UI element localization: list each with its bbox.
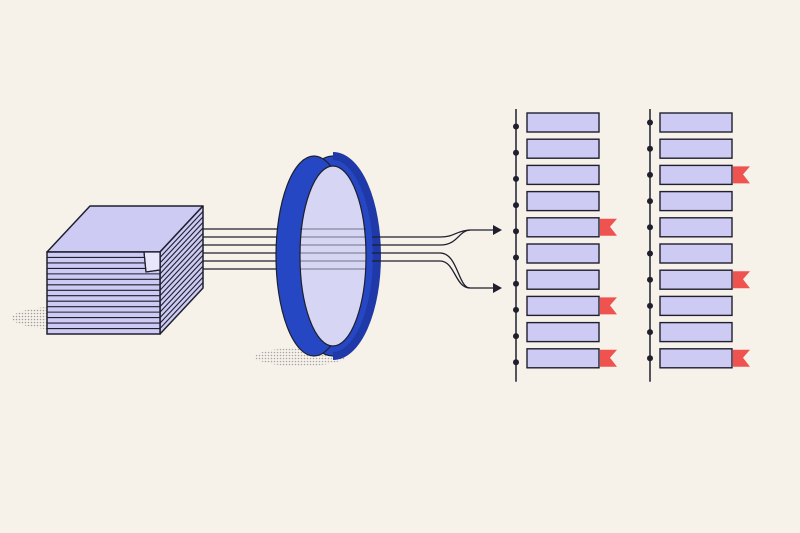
sheet-line-side	[159, 276, 204, 324]
list-bullet	[513, 149, 519, 156]
list-bullet	[647, 355, 653, 362]
arrow-up-head-icon	[493, 225, 502, 235]
flag-icon	[733, 166, 750, 184]
sheet-line-side	[159, 249, 204, 297]
beam-branch-down-2	[439, 252, 471, 289]
list-bullet	[647, 171, 653, 178]
flag-icon	[600, 297, 617, 315]
list-bullet	[647, 276, 653, 283]
list-item	[526, 217, 600, 238]
list-bullet	[647, 198, 653, 205]
sheet-line-side	[159, 216, 204, 264]
sheet-line-side	[159, 254, 204, 302]
list-item	[526, 348, 600, 369]
lens-rim-front	[332, 152, 381, 360]
list-item	[526, 190, 600, 212]
sheet-line-side	[159, 232, 204, 280]
flag-icon	[733, 349, 750, 367]
list-bullet	[647, 329, 653, 336]
sheet-line-side	[159, 265, 204, 313]
sheet-line-side	[159, 282, 204, 329]
left-list	[513, 109, 617, 382]
flag-icon	[733, 271, 750, 289]
sheet-line-side	[159, 260, 204, 308]
sheet-line-side	[159, 222, 204, 269]
stack-front-face	[46, 251, 161, 335]
list-bullet	[647, 145, 653, 152]
list-item	[526, 243, 600, 264]
list-item	[659, 295, 733, 317]
beam-branch-down	[439, 260, 494, 289]
folded-corner-crease	[143, 251, 161, 273]
list-bullet	[513, 228, 519, 235]
list-bullet	[513, 202, 519, 209]
sheet-line-side	[159, 227, 204, 275]
list-item	[659, 112, 733, 133]
sheet-line-side	[159, 243, 204, 291]
list-bullet	[647, 250, 653, 257]
list-item	[659, 190, 733, 212]
document-stack-icon	[46, 205, 204, 335]
list-bullet	[513, 175, 519, 182]
sheet-line-side	[159, 271, 204, 318]
list-item	[659, 217, 733, 238]
result-lists	[513, 109, 750, 382]
flag-icon	[600, 349, 617, 367]
list-item	[659, 243, 733, 264]
list-item	[526, 112, 600, 133]
list-item	[659, 321, 733, 343]
sheet-line-side	[159, 211, 204, 258]
list-item	[659, 138, 733, 159]
flag-icon	[600, 218, 617, 236]
list-bullet	[513, 306, 519, 313]
list-bullet	[513, 359, 519, 366]
light-beams-out	[372, 225, 502, 293]
list-item	[659, 164, 733, 186]
folded-corner-icon	[143, 251, 161, 273]
list-bullet	[513, 333, 519, 340]
list-item	[526, 138, 600, 159]
list-bullet	[513, 254, 519, 261]
list-item	[526, 164, 600, 186]
list-bullet	[647, 224, 653, 231]
list-item	[526, 269, 600, 290]
list-item	[659, 348, 733, 369]
lens-glass	[299, 165, 367, 347]
list-bullet	[647, 302, 653, 309]
sheet-line-side	[159, 238, 204, 286]
list-item	[526, 295, 600, 317]
lens-icon	[275, 152, 381, 360]
list-item	[526, 321, 600, 343]
right-list	[647, 109, 750, 382]
arrow-down-head-icon	[493, 283, 502, 293]
list-item	[659, 269, 733, 290]
list-bullet	[513, 280, 519, 287]
list-bullet	[513, 123, 519, 130]
list-bullet	[647, 119, 653, 126]
beam-branch-up-2	[439, 229, 471, 246]
